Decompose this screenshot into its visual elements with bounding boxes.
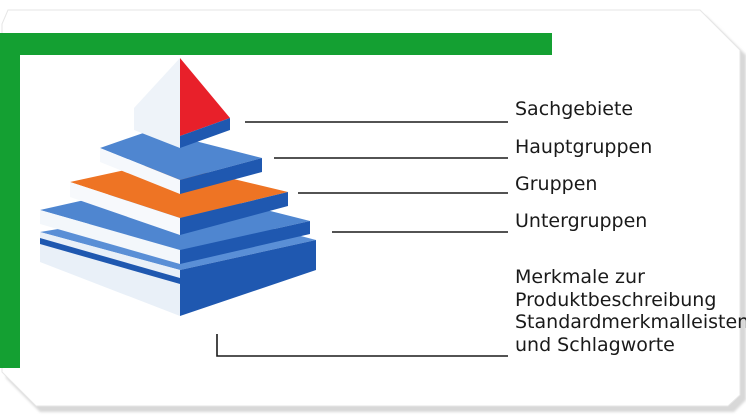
apex-left-face — [134, 58, 180, 148]
tier-hauptgruppen-top — [100, 130, 262, 180]
leader-line-base — [216, 334, 508, 357]
label-base-line-1: Merkmale zur — [515, 266, 645, 288]
green-frame-top — [0, 33, 552, 55]
tier-base-front-face — [180, 240, 316, 316]
apex-right-face — [180, 58, 230, 136]
tier-gruppen-front-face — [180, 192, 288, 235]
label-hauptgruppen: Hauptgruppen — [515, 136, 653, 158]
tier-base-stripe — [40, 238, 180, 284]
label-base-level: Merkmale zur Produktbeschreibung Standar… — [515, 266, 746, 356]
tier-untergruppen-left-face — [40, 210, 180, 264]
tier-untergruppen-front-face — [180, 221, 310, 264]
green-frame-left — [0, 33, 20, 368]
label-base-line-3: Standardmerkmalleisten — [515, 311, 746, 333]
label-base-line-2: Produktbeschreibung — [515, 288, 717, 311]
tier-hauptgruppen-front-face — [180, 158, 262, 194]
label-untergruppen: Untergruppen — [515, 210, 648, 232]
tier-gruppen-left-face — [70, 182, 180, 235]
apex-base-stripe — [180, 118, 230, 148]
tier-hauptgruppen-left-face — [100, 148, 180, 194]
label-sachgebiete: Sachgebiete — [515, 98, 634, 120]
label-base-line-4: und Schlagworte — [515, 333, 675, 356]
label-gruppen: Gruppen — [515, 173, 598, 195]
